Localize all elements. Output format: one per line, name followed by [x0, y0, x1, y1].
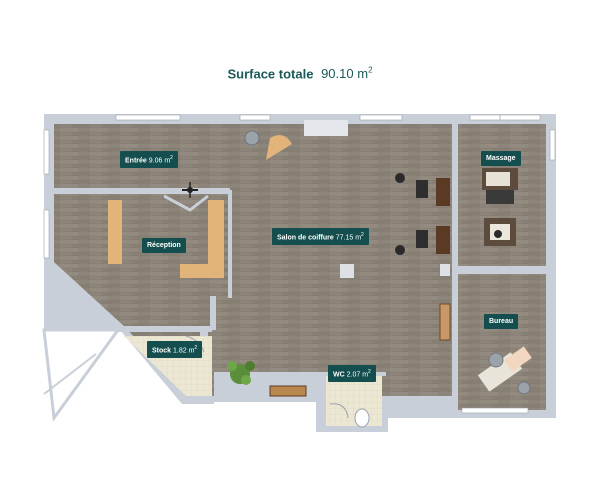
label-massage: Massage [481, 151, 521, 166]
label-bureau: Bureau [484, 314, 519, 329]
plant [227, 361, 255, 385]
reception-angle [163, 194, 209, 212]
label-entree: Entrée 9.06 m2 [120, 151, 178, 169]
surface-label: Surface totale [227, 66, 314, 82]
windows [43, 114, 556, 414]
toilet [354, 408, 370, 428]
surface-value: 90.10 m2 [321, 66, 373, 82]
office-desk [477, 346, 532, 395]
label-reception: Réception [142, 238, 186, 253]
label-salon: Salon de coiffure 77.15 m2 [272, 228, 369, 246]
label-wc: WC 2.07 m2 [328, 365, 376, 383]
waiting-table [266, 135, 292, 160]
bureau-floor [458, 274, 546, 410]
chair [244, 130, 260, 146]
wc-door [329, 403, 349, 419]
ceiling-fan [182, 182, 198, 198]
label-stock: Stock 1.82 m2 [147, 341, 203, 359]
shelf [439, 303, 451, 341]
entrance-outline [42, 328, 121, 423]
styling-stations [395, 173, 450, 255]
plan-title: Surface totale 90.10 m2 [0, 66, 600, 81]
reception-floor [54, 196, 228, 326]
wc-floor [326, 374, 382, 426]
reception-desk [108, 200, 224, 278]
bench [269, 385, 307, 397]
